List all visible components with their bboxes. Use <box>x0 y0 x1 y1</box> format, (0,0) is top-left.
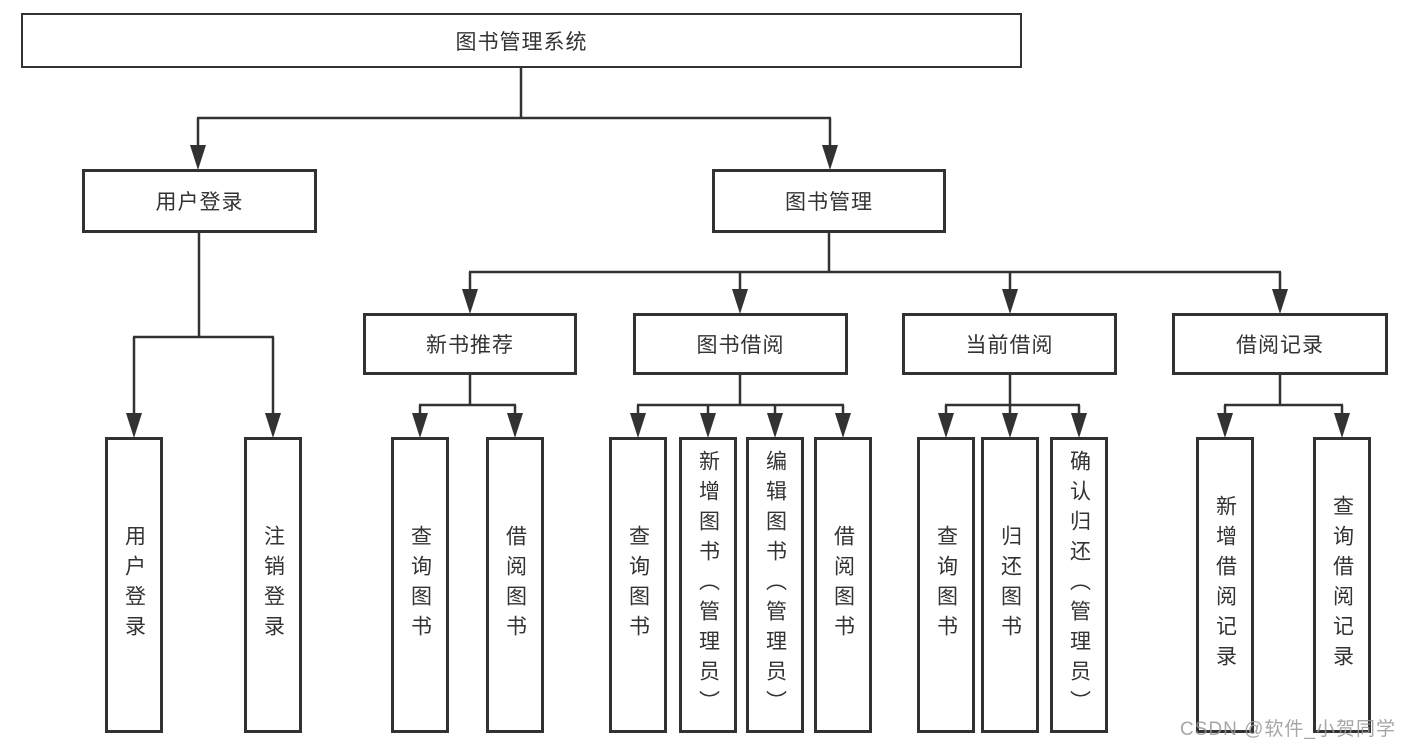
node-current-borrow: 当前借阅 <box>902 313 1117 375</box>
node-user-login-label: 用户登录 <box>155 191 244 214</box>
node-borrow-records-label: 借阅记录 <box>1236 334 1324 357</box>
node-logout: 注销登录 <box>244 437 302 733</box>
node-bb-query-books: 查询图书 <box>609 437 667 733</box>
node-root: 图书管理系统 <box>21 13 1022 68</box>
node-nbr-query-books: 查询图书 <box>391 437 449 733</box>
node-nbr-borrow-books-label: 借阅图书 <box>503 525 527 645</box>
node-cb-confirm-return-admin-label: 确认归还（管理员） <box>1067 450 1091 720</box>
node-bb-add-books-admin: 新增图书（管理员） <box>679 437 737 733</box>
node-book-management-label: 图书管理 <box>785 191 873 214</box>
node-br-query-record: 查询借阅记录 <box>1313 437 1371 733</box>
node-bb-borrow-books: 借阅图书 <box>814 437 872 733</box>
arrowheads <box>126 145 1350 438</box>
node-logout-label: 注销登录 <box>261 525 285 645</box>
node-cb-query-books-label: 查询图书 <box>934 525 958 645</box>
node-book-borrow-label: 图书借阅 <box>696 334 785 357</box>
node-nbr-borrow-books: 借阅图书 <box>486 437 544 733</box>
node-current-borrow-label: 当前借阅 <box>965 334 1054 357</box>
node-bb-add-books-admin-label: 新增图书（管理员） <box>696 450 720 720</box>
node-login: 用户登录 <box>105 437 163 733</box>
node-bb-borrow-books-label: 借阅图书 <box>831 525 855 645</box>
node-cb-return-books: 归还图书 <box>981 437 1039 733</box>
node-user-login: 用户登录 <box>82 169 317 233</box>
node-login-label: 用户登录 <box>122 525 146 645</box>
node-br-add-record-label: 新增借阅记录 <box>1213 495 1237 675</box>
node-borrow-records: 借阅记录 <box>1172 313 1388 375</box>
node-nbr-query-books-label: 查询图书 <box>408 525 432 645</box>
node-new-book-recommend: 新书推荐 <box>363 313 577 375</box>
node-book-borrow: 图书借阅 <box>633 313 848 375</box>
node-bb-edit-books-admin: 编辑图书（管理员） <box>746 437 804 733</box>
node-cb-return-books-label: 归还图书 <box>998 525 1022 645</box>
node-bb-edit-books-admin-label: 编辑图书（管理员） <box>763 450 787 720</box>
node-root-label: 图书管理系统 <box>455 30 588 54</box>
node-cb-confirm-return-admin: 确认归还（管理员） <box>1050 437 1108 733</box>
node-cb-query-books: 查询图书 <box>917 437 975 733</box>
node-bb-query-books-label: 查询图书 <box>626 525 650 645</box>
node-book-management: 图书管理 <box>712 169 946 233</box>
node-br-query-record-label: 查询借阅记录 <box>1330 495 1354 675</box>
node-br-add-record: 新增借阅记录 <box>1196 437 1254 733</box>
csdn-watermark: CSDN @软件_小贺同学 <box>1180 719 1396 740</box>
node-new-book-recommend-label: 新书推荐 <box>426 334 514 357</box>
